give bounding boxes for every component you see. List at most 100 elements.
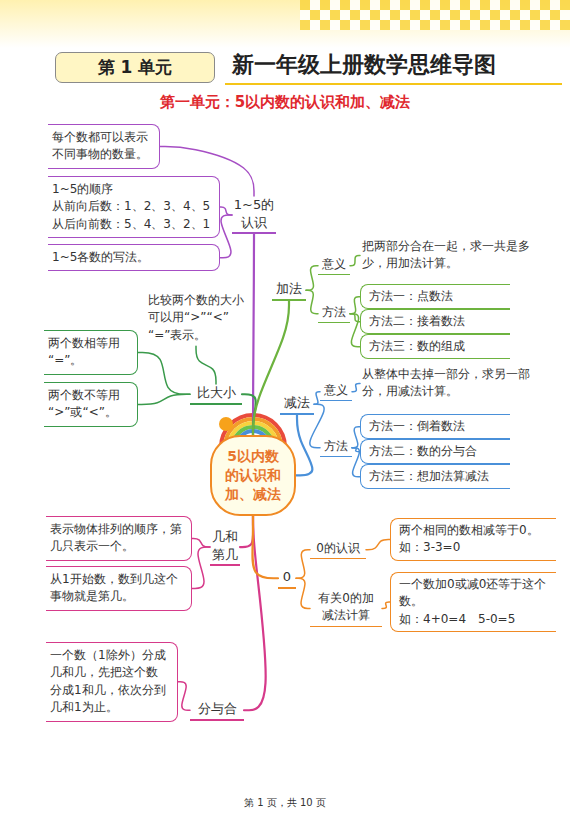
leaf-box: 方法一：倒着数法: [360, 414, 510, 439]
node-text: 分与合: [191, 700, 243, 718]
central-topic: 5以内数的认识和加、减法: [210, 435, 296, 516]
unit-tab: 第 1 单元: [55, 52, 215, 83]
branch-connector: [196, 346, 216, 384]
branch-topic: 减法: [280, 394, 314, 415]
node-text: 方法二：接着数法: [369, 313, 506, 330]
node-text: 比较两个数的大小可以用“>”“<”“=”表示。: [148, 292, 244, 344]
header-rule: [225, 83, 562, 85]
node-text: 0的认识: [314, 540, 362, 557]
branch-connector: [244, 516, 266, 711]
branch-connector: [350, 297, 360, 314]
branch-connector: [253, 234, 254, 435]
sub-topic: 方法: [320, 438, 352, 457]
leaf-box: 1~5的顺序从前向后数：1、2、3、4、5从后向前数：5、4、3、2、1: [48, 176, 220, 238]
node-text: 如：3-3=0: [399, 539, 552, 556]
node-text: 有关0的加减法计算: [314, 590, 378, 625]
branch-connector: [192, 547, 210, 588]
branch-connector: [382, 602, 390, 608]
leaf-box: 表示物体排列的顺序，第几只表示一个。: [46, 516, 192, 561]
leaf-box: 两个数不等用“>”或“<”。: [44, 382, 138, 427]
node-text: 比大小: [191, 384, 241, 402]
node-text: 方法一：点数法: [369, 288, 506, 305]
leaf-box: 方法三：想加法算减法: [360, 464, 510, 489]
node-text: 方法三：数的组成: [369, 338, 506, 355]
leaf-box: 方法二：数的分与合: [360, 439, 510, 464]
branch-topic: 几和第几: [210, 528, 240, 566]
node-text: 两个数不等用“>”或“<”。: [48, 387, 129, 422]
node-text: 1~5的认识: [233, 196, 275, 231]
node-text: 表示物体排列的顺序，第几只表示一个。: [50, 521, 183, 556]
node-text: 方法一：倒着数法: [369, 418, 506, 435]
branch-connector: [252, 516, 278, 579]
leaf-box: 从1开始数，数到几这个事物就是第几。: [46, 566, 192, 611]
leaf-text: 从整体中去掉一部分，求另一部分，用减法计算。: [360, 364, 540, 403]
branch-connector: [352, 427, 360, 448]
node-text: 一个数（1除外）分成几和几，先把这个数分成1和几，依次分到几和1为止。: [50, 647, 169, 717]
leaf-box: 两个相同的数相减等于0。如：3-3=0: [390, 518, 556, 561]
node-text: 两个数相等用“=”。: [48, 335, 129, 370]
branch-topic: 加法: [272, 280, 306, 301]
node-text: 从1开始数，数到几这个事物就是第几。: [50, 571, 183, 606]
header-band: [0, 0, 570, 48]
branch-topic: 比大小: [190, 384, 242, 405]
branch-connector: [138, 394, 190, 404]
branch-connector: [352, 448, 360, 477]
leaf-box: 方法三：数的组成: [360, 334, 510, 359]
subtitle: 第一单元：5以内数的认识和加、减法: [0, 92, 570, 112]
leaf-box: 方法一：点数法: [360, 284, 510, 309]
branch-connector: [310, 404, 324, 447]
leaf-text: 把两部分合在一起，求一共是多少，用加法计算。: [360, 236, 540, 275]
page-footer: 第 1 页，共 10 页: [0, 796, 570, 810]
node-text: 一个数加0或减0还等于这个数。: [399, 576, 552, 611]
node-text: 几和第几: [211, 528, 239, 563]
sun: [219, 417, 233, 431]
branch-connector: [366, 539, 390, 549]
branch-connector: [350, 314, 360, 347]
node-text: 从前向后数：1、2、3、4、5: [52, 198, 211, 215]
branch-connector: [240, 516, 253, 547]
node-text: 如：4+0=4 5-0=5: [399, 611, 552, 628]
branch-connector: [160, 146, 254, 196]
leaf-box: 每个数都可以表示不同事物的数量。: [48, 124, 160, 169]
node-text: 方法: [322, 304, 346, 321]
leaf-text: 比较两个数的大小可以用“>”“<”“=”表示。: [146, 290, 246, 346]
leaf-box: 1~5各数的写法。: [48, 244, 220, 271]
node-text: 方法二：数的分与合: [369, 443, 506, 460]
node-text: 每个数都可以表示不同事物的数量。: [52, 129, 151, 164]
node-text: 把两部分合在一起，求一共是多少，用加法计算。: [362, 238, 538, 273]
node-text: 意义: [324, 382, 348, 399]
node-text: 从整体中去掉一部分，求另一部分，用减法计算。: [362, 366, 538, 401]
node-text: 方法: [324, 438, 348, 455]
branch-connector: [296, 578, 310, 608]
sub-topic: 有关0的加减法计算: [310, 590, 382, 627]
branch-connector: [350, 255, 360, 265]
branch-connector: [253, 301, 289, 435]
node-text: 1~5各数的写法。: [52, 249, 211, 266]
branch-topic: 1~5的认识: [232, 196, 276, 234]
node-text: 1~5的顺序: [52, 181, 211, 198]
branch-connector: [296, 550, 310, 579]
sub-topic: 方法: [318, 304, 350, 323]
leaf-box: 一个数（1除外）分成几和几，先把这个数分成1和几，依次分到几和1为止。: [46, 642, 178, 722]
node-text: 两个相同的数相减等于0。: [399, 522, 552, 539]
page-title: 新一年级上册数学思维导图: [232, 50, 496, 80]
branch-connector: [138, 352, 190, 394]
sub-topic: 意义: [318, 256, 350, 275]
branch-connector: [178, 682, 190, 710]
leaf-box: 一个数加0或减0还等于这个数。如：4+0=4 5-0=5: [390, 572, 556, 632]
branch-connector: [306, 266, 318, 291]
branch-connector: [220, 207, 232, 215]
node-text: 方法三：想加法算减法: [369, 468, 506, 485]
branch-connector: [192, 538, 210, 547]
branch-connector: [352, 383, 360, 391]
leaf-box: 方法二：接着数法: [360, 309, 510, 334]
branch-connector: [220, 215, 232, 258]
branch-topic: 0: [278, 568, 296, 589]
sub-topic: 0的认识: [310, 540, 366, 559]
checker-strip: [300, 0, 570, 30]
node-text: 意义: [322, 256, 346, 273]
branch-topic: 分与合: [190, 700, 244, 721]
node-text: 加法: [273, 280, 305, 298]
